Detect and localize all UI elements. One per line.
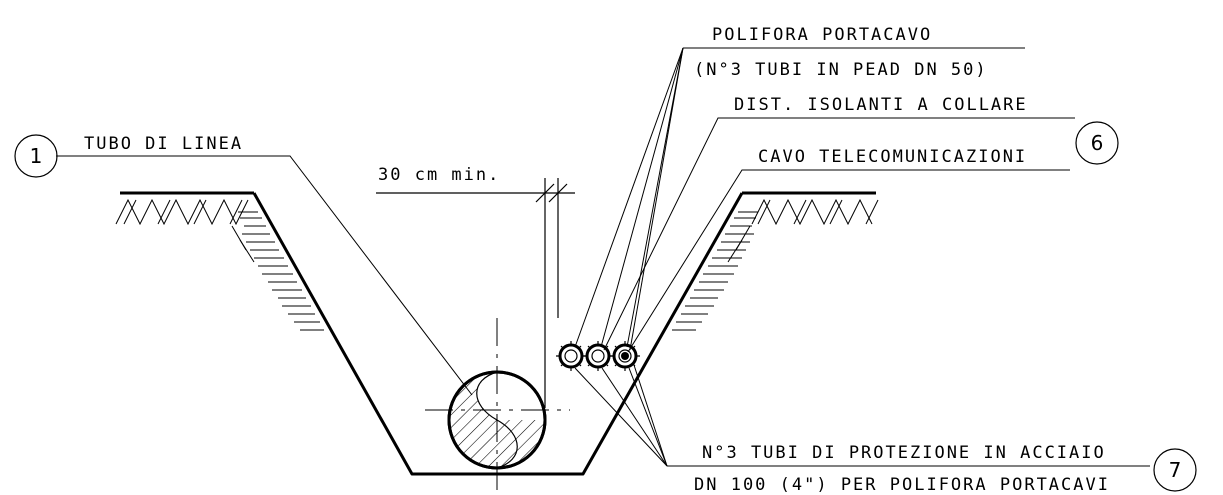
marker-7: 7: [1153, 448, 1197, 492]
label-polifora-line2: (N°3 TUBI IN PEAD DN 50): [694, 60, 988, 80]
marker-6: 6: [1075, 121, 1119, 165]
conduit-3-with-cable: [610, 341, 640, 371]
label-tubi-protezione-line1: N°3 TUBI DI PROTEZIONE IN ACCIAIO: [702, 443, 1106, 463]
conduit-group: [556, 341, 640, 371]
soil-hatch-left-slope: [231, 211, 324, 331]
soil-hatch-top-right: [751, 198, 879, 226]
label-cavo-telecomunicazioni: CAVO TELECOMUNICAZIONI: [758, 147, 1027, 167]
clearance-label: 30 cm min.: [378, 165, 500, 185]
label-polifora-line1: POLIFORA PORTACAVO: [712, 25, 932, 45]
marker-1: 1: [14, 134, 58, 178]
label-tubi-protezione-line2: DN 100 (4") PER POLIFORA PORTACAVI: [694, 475, 1110, 495]
clearance-dimension: [376, 178, 575, 408]
soil-hatch-right-slope: [672, 211, 758, 331]
svg-text:6: 6: [1091, 131, 1104, 155]
soil-hatch-top-left: [115, 198, 249, 226]
conduit-1: [556, 341, 586, 371]
leader-lines: [56, 47, 1150, 467]
conduit-2: [583, 341, 613, 371]
svg-text:1: 1: [30, 144, 43, 168]
label-distanziatori: DIST. ISOLANTI A COLLARE: [734, 95, 1028, 115]
label-tubo-di-linea: TUBO DI LINEA: [84, 134, 243, 154]
svg-text:7: 7: [1169, 458, 1182, 482]
